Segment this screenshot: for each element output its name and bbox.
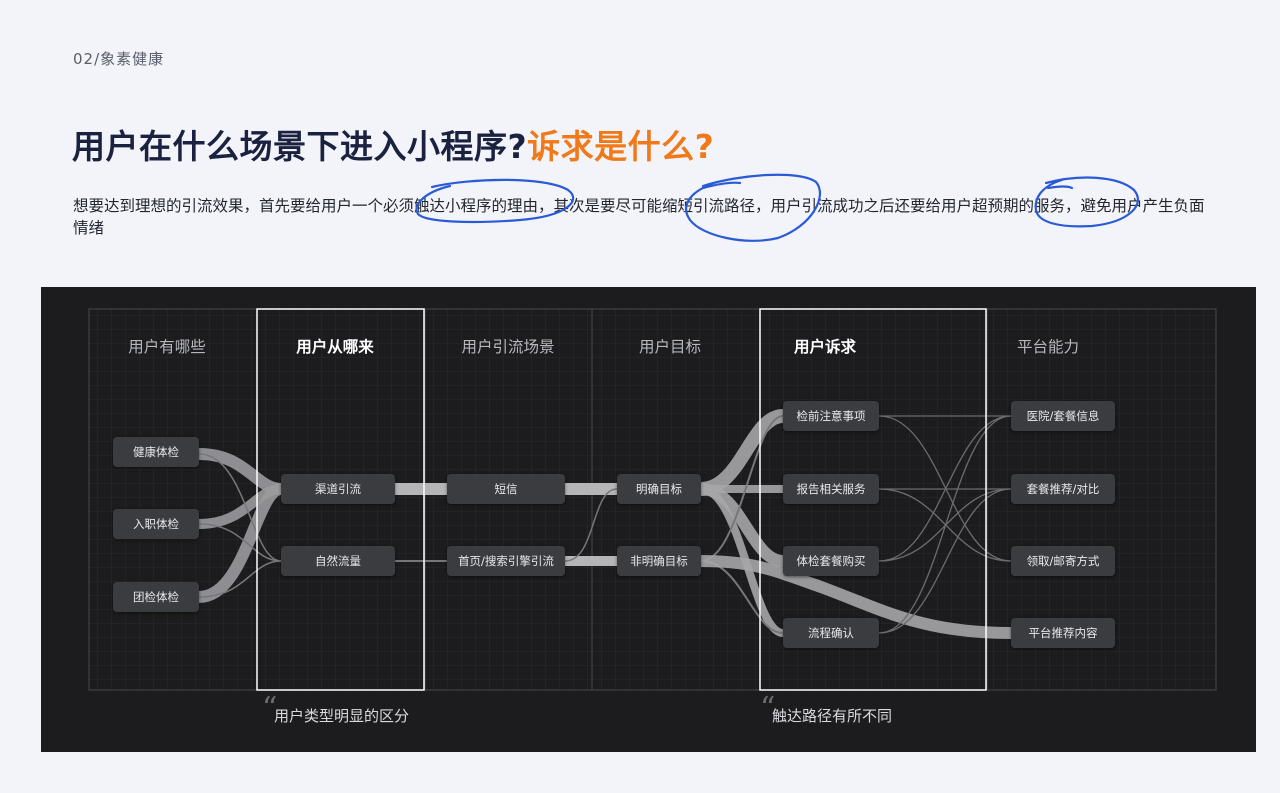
page-title: 用户在什么场景下进入小程序?诉求是什么? <box>72 120 714 168</box>
node-user-health-checkup: 健康体检 <box>113 437 199 467</box>
breadcrumb: 02/象素健康 <box>73 50 165 68</box>
title-accent: 诉求是什么? <box>527 127 715 166</box>
highlighted-columns <box>256 308 987 691</box>
node-need-process-confirm: 流程确认 <box>783 618 879 648</box>
node-capability-package-compare: 套餐推荐/对比 <box>1011 474 1115 504</box>
highlight-column-needs <box>759 308 987 691</box>
node-need-report-services: 报告相关服务 <box>783 474 879 504</box>
intro-paragraph: 想要达到理想的引流效果，首先要给用户一个必须触达小程序的理由，其次是要尽可能缩短… <box>73 197 1205 237</box>
node-source-organic: 自然流量 <box>281 546 395 576</box>
column-title-goals: 用户目标 <box>638 338 702 356</box>
quote-user-types: “用户类型明显的区分 <box>262 691 410 726</box>
node-scene-sms: 短信 <box>447 474 565 504</box>
quote-text: 用户类型明显的区分 <box>274 707 410 725</box>
flows-goals-to-needs <box>700 409 1012 639</box>
flow-diagram-panel: 用户有哪些 用户从哪来 用户引流场景 用户目标 用户诉求 平台能力 健康体检 入… <box>41 287 1256 752</box>
title-main: 用户在什么场景下进入小程序? <box>72 127 528 166</box>
node-capability-hospital-info: 医院/套餐信息 <box>1011 401 1115 431</box>
node-user-group-checkup: 团检体检 <box>113 582 199 612</box>
quote-text: 触达路径有所不同 <box>772 707 893 725</box>
quote-mark-icon: “ <box>262 691 278 726</box>
node-scene-homepage-search: 首页/搜索引擎引流 <box>447 546 565 576</box>
flows-users-to-sources <box>198 448 283 603</box>
node-goal-clear: 明确目标 <box>617 474 701 504</box>
column-title-capabilities: 平台能力 <box>1016 338 1080 356</box>
column-title-users: 用户有哪些 <box>128 338 206 356</box>
highlight-column-source <box>256 308 425 691</box>
node-capability-recommend-content: 平台推荐内容 <box>1011 618 1115 648</box>
quote-touch-paths: “触达路径有所不同 <box>760 691 893 726</box>
node-source-channel: 渠道引流 <box>281 474 395 504</box>
node-capability-pickup-mail: 领取/邮寄方式 <box>1011 546 1115 576</box>
column-title-scenes: 用户引流场景 <box>461 338 555 356</box>
node-need-package-purchase: 体检套餐购买 <box>783 546 879 576</box>
column-title-needs: 用户诉求 <box>793 338 857 356</box>
node-goal-unclear: 非明确目标 <box>617 546 701 576</box>
flows-needs-to-capabilities <box>878 415 1012 634</box>
node-user-onboarding-checkup: 入职体检 <box>113 509 199 539</box>
column-title-sources: 用户从哪来 <box>296 338 374 356</box>
flows-sources-to-scenes <box>395 483 447 562</box>
flows-scenes-to-goals <box>564 483 618 566</box>
node-need-precheck-notes: 检前注意事项 <box>783 401 879 431</box>
quote-mark-icon: “ <box>760 691 776 726</box>
